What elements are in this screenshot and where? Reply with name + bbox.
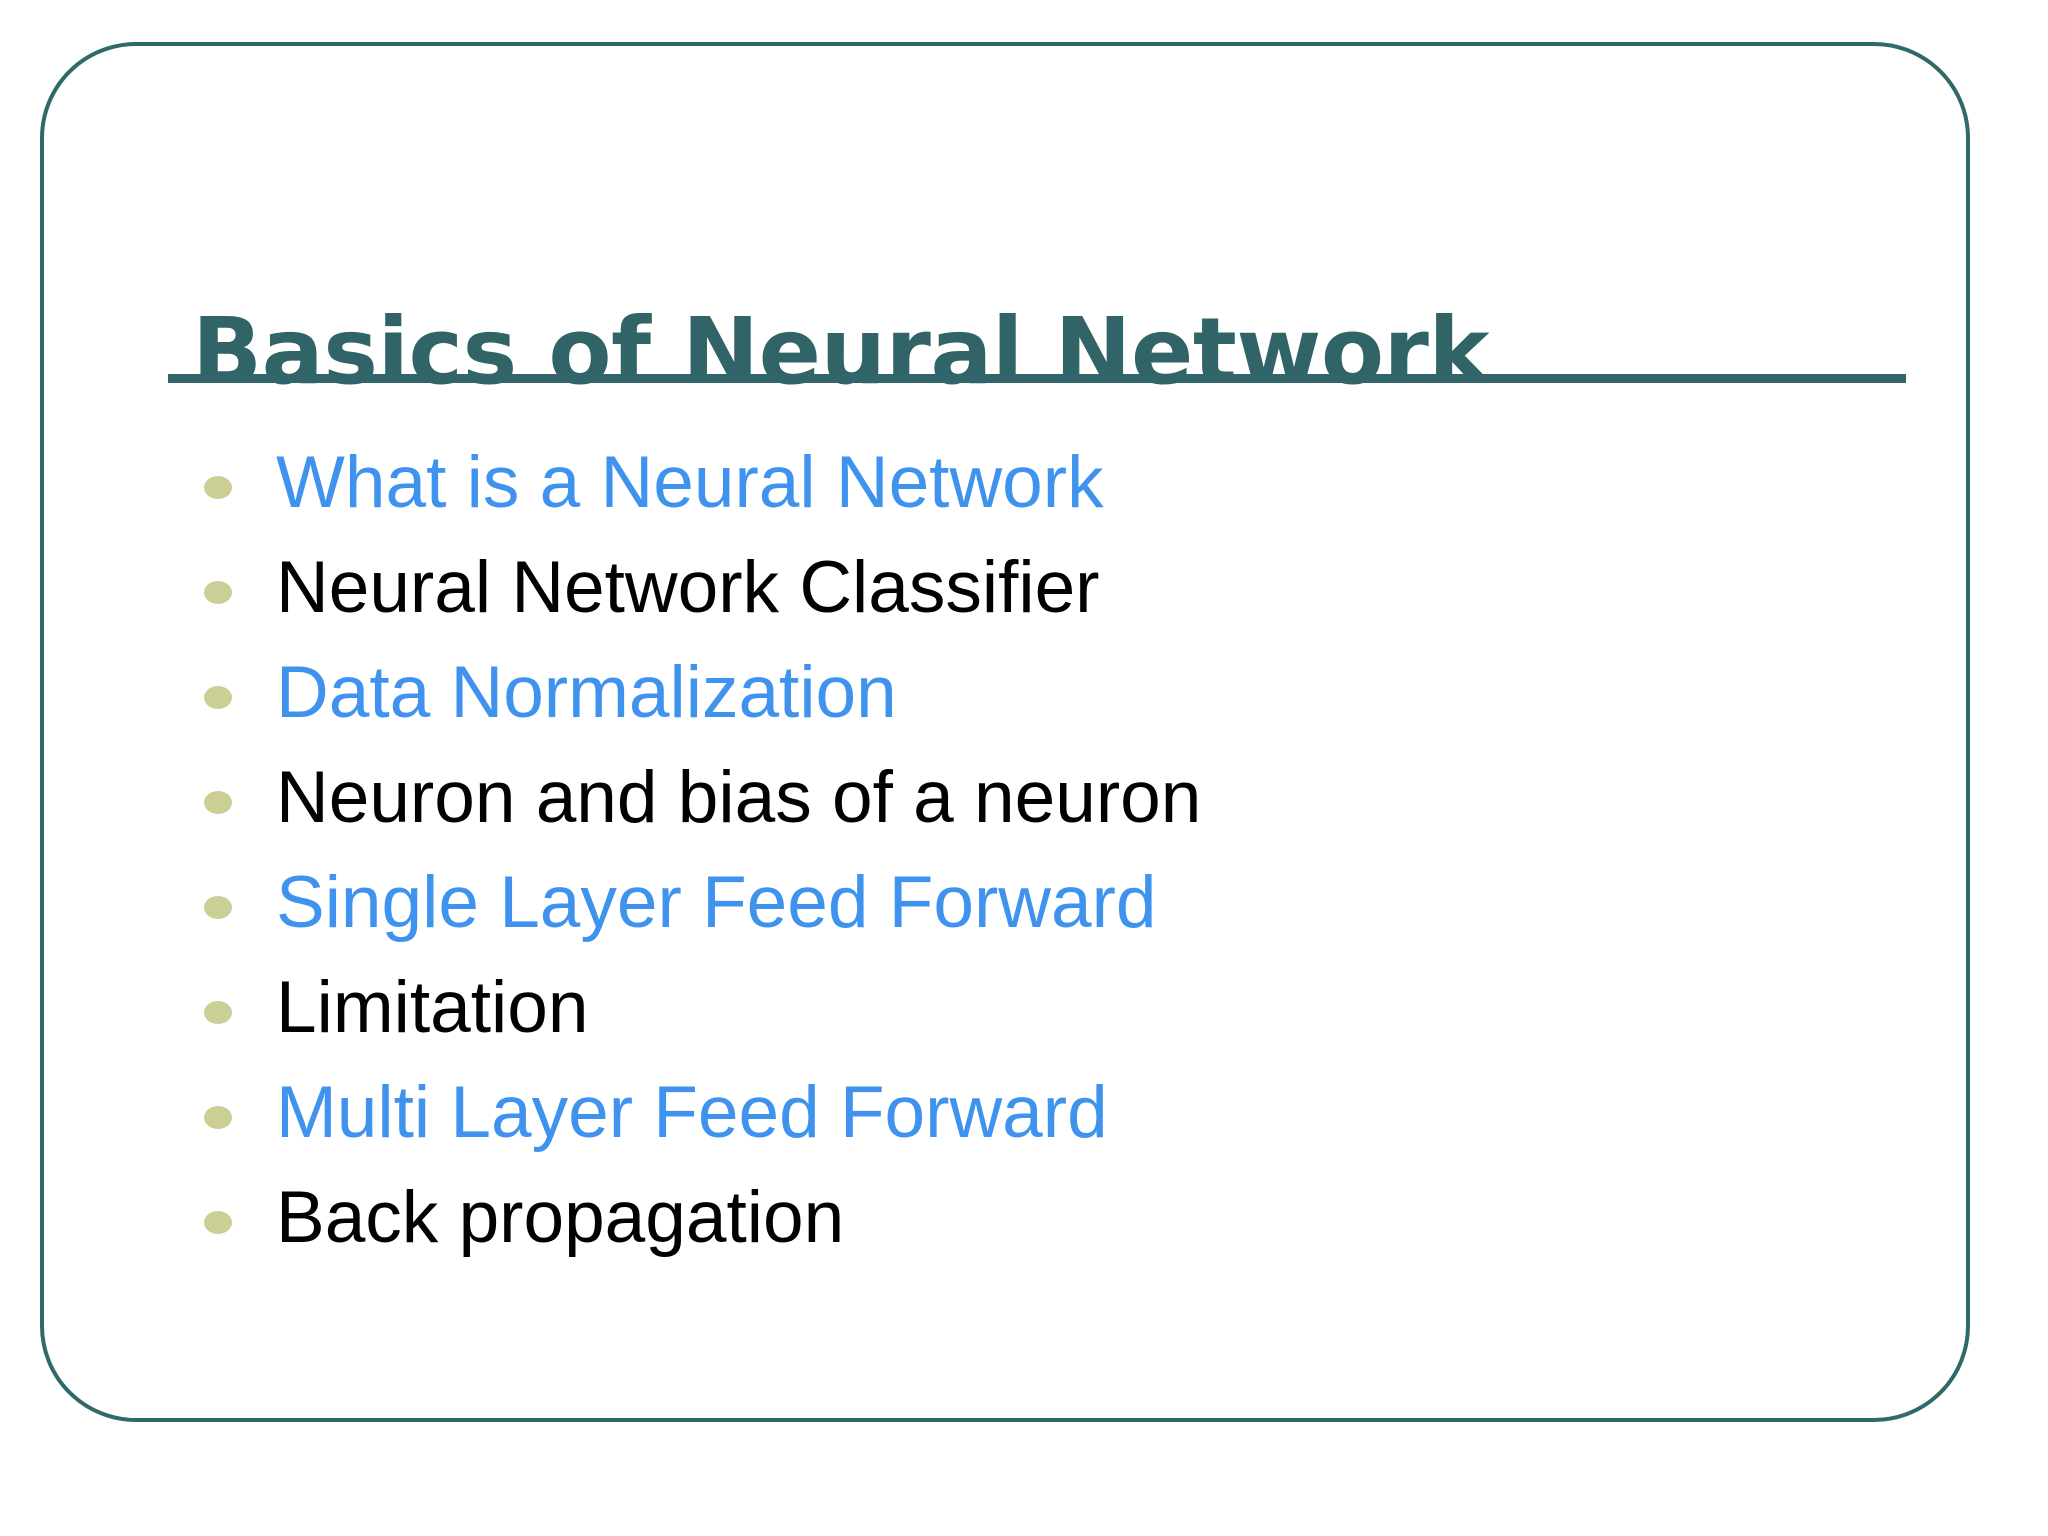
bullet-item-label: What is a Neural Network [276,441,1104,523]
bullet-item-label: Multi Layer Feed Forward [276,1071,1108,1153]
title-underline-rule [168,374,1906,383]
bullet-dot-icon [204,686,232,709]
bullet-dot-icon [204,476,232,499]
bullet-dot-icon [204,1106,232,1129]
bullet-item-4[interactable]: Neuron and bias of a neuron [180,745,1940,850]
bullet-item-6[interactable]: Limitation [180,955,1940,1060]
bullet-item-7[interactable]: Multi Layer Feed Forward [180,1060,1940,1165]
bullet-item-2[interactable]: Neural Network Classifier [180,535,1940,640]
bullet-item-label: Limitation [276,966,589,1048]
bullet-item-label: Neuron and bias of a neuron [276,756,1202,838]
bullet-item-8[interactable]: Back propagation [180,1165,1940,1270]
bullet-item-1[interactable]: What is a Neural Network [180,430,1940,535]
bullet-item-3[interactable]: Data Normalization [180,640,1940,745]
bullet-dot-icon [204,896,232,919]
bullet-item-5[interactable]: Single Layer Feed Forward [180,850,1940,955]
bullet-dot-icon [204,791,232,814]
bullet-item-label: Neural Network Classifier [276,546,1100,628]
bullet-dot-icon [204,581,232,604]
slide-title: Basics of Neural Network [192,297,1490,405]
bullet-item-label: Data Normalization [276,651,897,733]
bullet-item-label: Single Layer Feed Forward [276,861,1157,943]
slide-bullet-list: What is a Neural Network Neural Network … [180,430,1940,1270]
bullet-dot-icon [204,1001,232,1024]
bullet-dot-icon [204,1211,232,1234]
bullet-item-label: Back propagation [276,1176,845,1258]
